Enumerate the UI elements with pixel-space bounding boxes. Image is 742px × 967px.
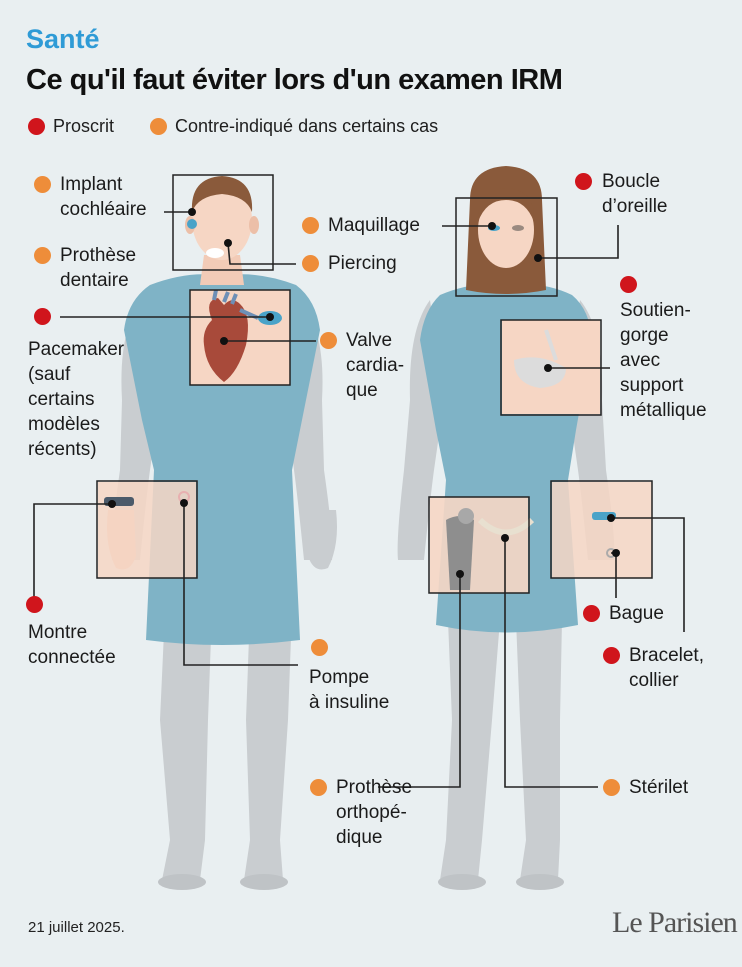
label-maquillage: Maquillage — [328, 215, 420, 236]
boucle-red-dot-icon — [575, 173, 592, 190]
label-bague: Bague — [609, 603, 664, 624]
implant-orange-dot-icon — [34, 176, 51, 193]
red-dot-icon — [28, 118, 45, 135]
soutien-red-dot-icon — [620, 276, 637, 293]
bague-red-dot-icon — [583, 605, 600, 622]
pacemaker-red-dot-icon — [34, 308, 51, 325]
woman-figure — [397, 166, 652, 890]
pompe-orange-dot-icon — [311, 639, 328, 656]
legend-red: Proscrit — [28, 116, 114, 137]
page-title: Ce qu'il faut éviter lors d'un examen IR… — [26, 64, 563, 96]
brand-logo: Le Parisien — [612, 906, 738, 939]
prothese-ortho-orange-dot-icon — [310, 779, 327, 796]
legend-red-label: Proscrit — [53, 116, 115, 136]
leader-dots — [108, 208, 620, 578]
legend-orange: Contre-indiqué dans certains cas — [150, 116, 438, 137]
valve-orange-dot-icon — [320, 332, 337, 349]
label-sterilet: Stérilet — [629, 777, 689, 798]
section-kicker: Santé — [26, 24, 100, 54]
label-piercing: Piercing — [328, 253, 397, 274]
montre-red-dot-icon — [26, 596, 43, 613]
leader-lines — [33, 211, 685, 788]
prothese-dentaire-orange-dot-icon — [34, 247, 51, 264]
label-bracelet-collier: Bracelet,collier — [629, 645, 704, 691]
maquillage-orange-dot-icon — [302, 217, 319, 234]
orange-dot-icon — [150, 118, 167, 135]
piercing-orange-dot-icon — [302, 255, 319, 272]
legend-orange-label: Contre-indiqué dans certains cas — [175, 116, 439, 136]
publication-date: 21 juillet 2025. — [28, 919, 125, 936]
bracelet-red-dot-icon — [603, 647, 620, 664]
sterilet-orange-dot-icon — [603, 779, 620, 796]
